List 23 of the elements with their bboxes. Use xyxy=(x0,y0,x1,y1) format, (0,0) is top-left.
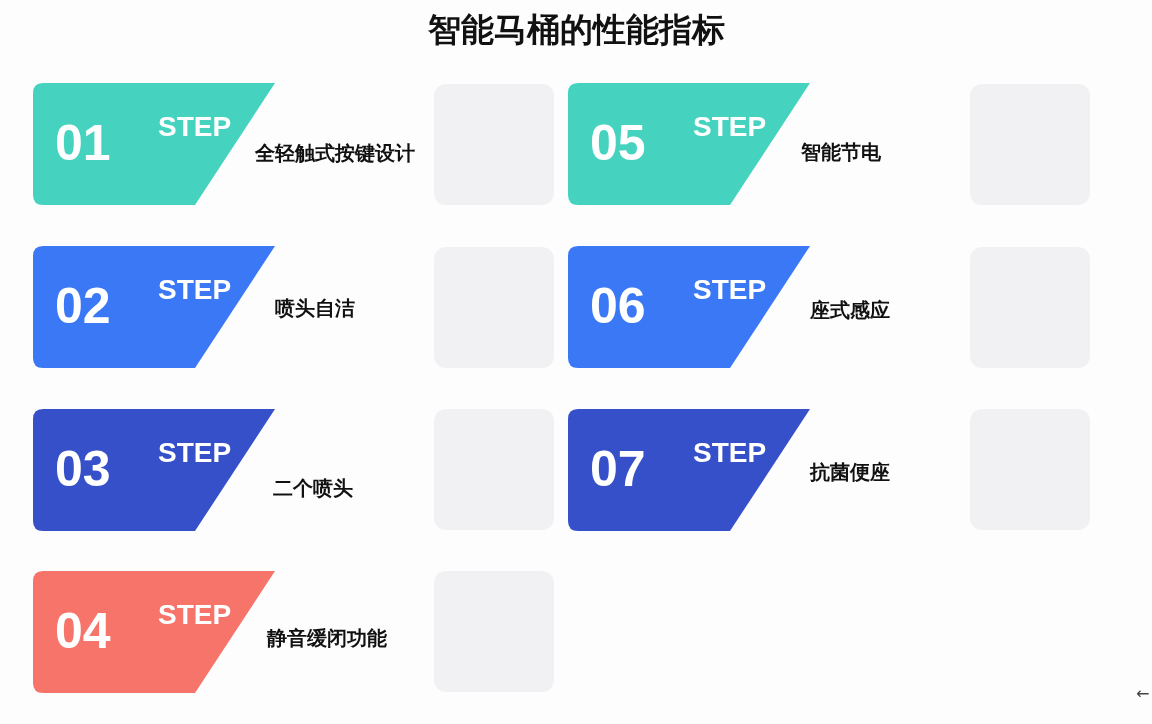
feature-label: 静音缓闭功能 xyxy=(267,626,387,650)
step-word: STEP xyxy=(158,437,232,469)
step-word: STEP xyxy=(158,111,232,143)
step-word: STEP xyxy=(693,274,767,306)
step-number: 06 xyxy=(590,278,646,334)
feature-label: 二个喷头 xyxy=(273,476,353,500)
step-number: 02 xyxy=(55,278,111,334)
arrow-glyph: ← xyxy=(1136,684,1150,703)
feature-label: 喷头自洁 xyxy=(275,296,355,320)
step-number: 07 xyxy=(590,441,646,497)
feature-label: 座式感应 xyxy=(810,298,890,322)
feature-label: 全轻触式按键设计 xyxy=(255,141,415,165)
step-number: 05 xyxy=(590,115,646,171)
step-word: STEP xyxy=(693,111,767,143)
step-word: STEP xyxy=(158,599,232,631)
step-number: 04 xyxy=(55,603,111,659)
step-word: STEP xyxy=(158,274,232,306)
title: 智能马桶的性能指标 xyxy=(426,9,726,51)
step-number: 01 xyxy=(55,115,111,171)
feature-label: 智能节电 xyxy=(801,140,881,164)
step-number: 03 xyxy=(55,441,111,497)
step-word: STEP xyxy=(693,437,767,469)
feature-label: 抗菌便座 xyxy=(810,460,890,484)
